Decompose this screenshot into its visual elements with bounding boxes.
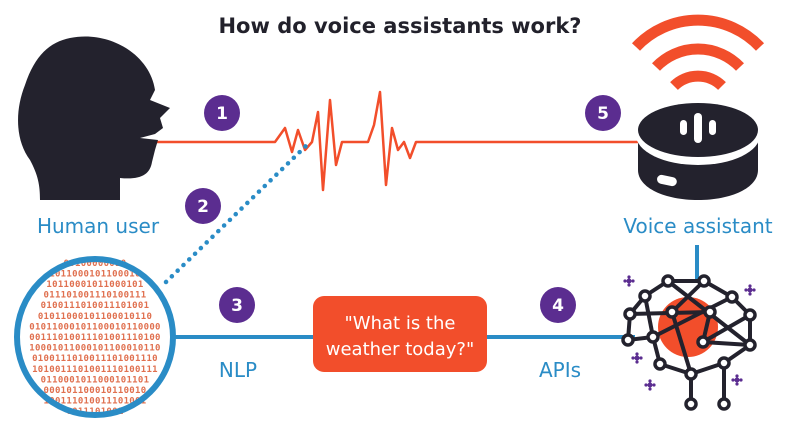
svg-text:3: 3 <box>231 296 243 316</box>
smart-speaker-icon <box>636 103 760 200</box>
binary-row: 0110001011000101101 <box>41 375 150 385</box>
binary-row: 0100111010011101001110 <box>32 354 158 364</box>
binary-row: 1010011101001110100111 <box>32 365 158 375</box>
svg-text:1: 1 <box>216 104 228 124</box>
binary-row: 011101001110100111 <box>44 291 147 301</box>
ai-brain-network-icon <box>621 274 757 411</box>
sound-wave-line <box>135 90 640 192</box>
query-box <box>313 296 487 372</box>
svg-text:5: 5 <box>597 104 609 124</box>
binary-row: 100111010011101001 <box>44 397 147 407</box>
step-badge-1: 1 <box>204 95 240 131</box>
step-badge-5: 5 <box>585 95 621 131</box>
binary-row: 01011000101100010110000 <box>29 322 161 332</box>
binary-data-circle: 0010000001010110001011000101011000101100… <box>29 259 161 417</box>
binary-row: 00111010011101001110100 <box>29 333 161 343</box>
binary-row: 1011000101100010 <box>49 269 141 279</box>
wifi-signal-icon <box>631 14 765 91</box>
nlp-label: NLP <box>219 358 257 382</box>
binary-row: 10110001011000101 <box>46 280 143 290</box>
binary-row: 000101100010110010 <box>44 386 147 396</box>
binary-circle-border <box>14 256 176 418</box>
query-line-1: "What is the <box>345 313 456 334</box>
binary-row: 01011000101100010110 <box>38 312 152 322</box>
svg-text:4: 4 <box>552 296 564 316</box>
binary-row: 0100111010011101001 <box>41 301 150 311</box>
step-badge-2: 2 <box>185 188 221 224</box>
dotted-connector <box>163 139 313 285</box>
diagram-title: How do voice assistants work? <box>218 14 581 38</box>
voice-assistant-label: Voice assistant <box>623 214 772 238</box>
apis-label: APIs <box>539 358 581 382</box>
binary-row: 10001011000101100010110 <box>29 344 161 354</box>
step-badge-4: 4 <box>540 287 576 323</box>
query-line-2: weather today?" <box>326 339 475 360</box>
human-head-icon <box>18 36 171 201</box>
human-user-label: Human user <box>37 214 160 238</box>
binary-row: 00100000010 <box>64 259 127 269</box>
step-badge-3: 3 <box>219 287 255 323</box>
sparkle-icons <box>623 275 756 391</box>
svg-text:2: 2 <box>197 197 209 217</box>
